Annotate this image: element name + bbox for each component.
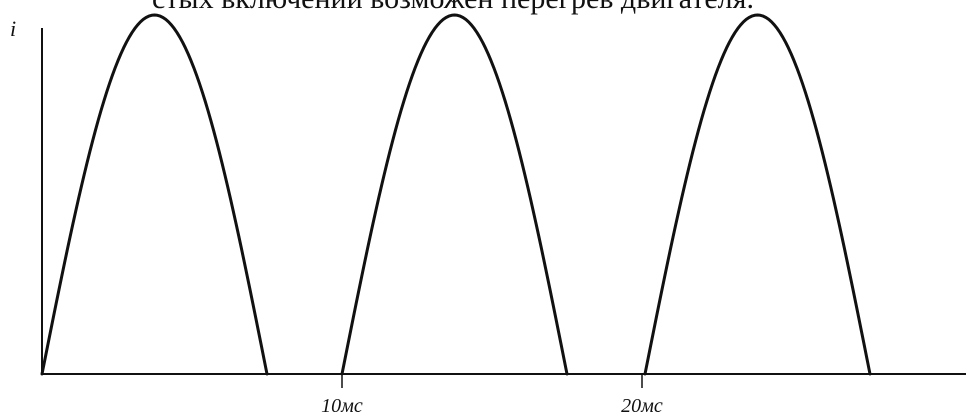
current-pulse-1 [40,13,269,376]
x-ticks: 10мс 20мс [321,374,663,416]
x-tick-label: 20мс [621,395,663,416]
current-pulse-3 [643,13,872,376]
cropped-caption-text: стых включений возможен перегрев двигате… [152,0,754,17]
series-current [40,13,872,376]
current-pulse-2 [340,13,569,376]
y-axis-label: i [10,16,16,41]
axes: i [10,16,966,375]
x-tick-label: 10мс [321,395,363,416]
